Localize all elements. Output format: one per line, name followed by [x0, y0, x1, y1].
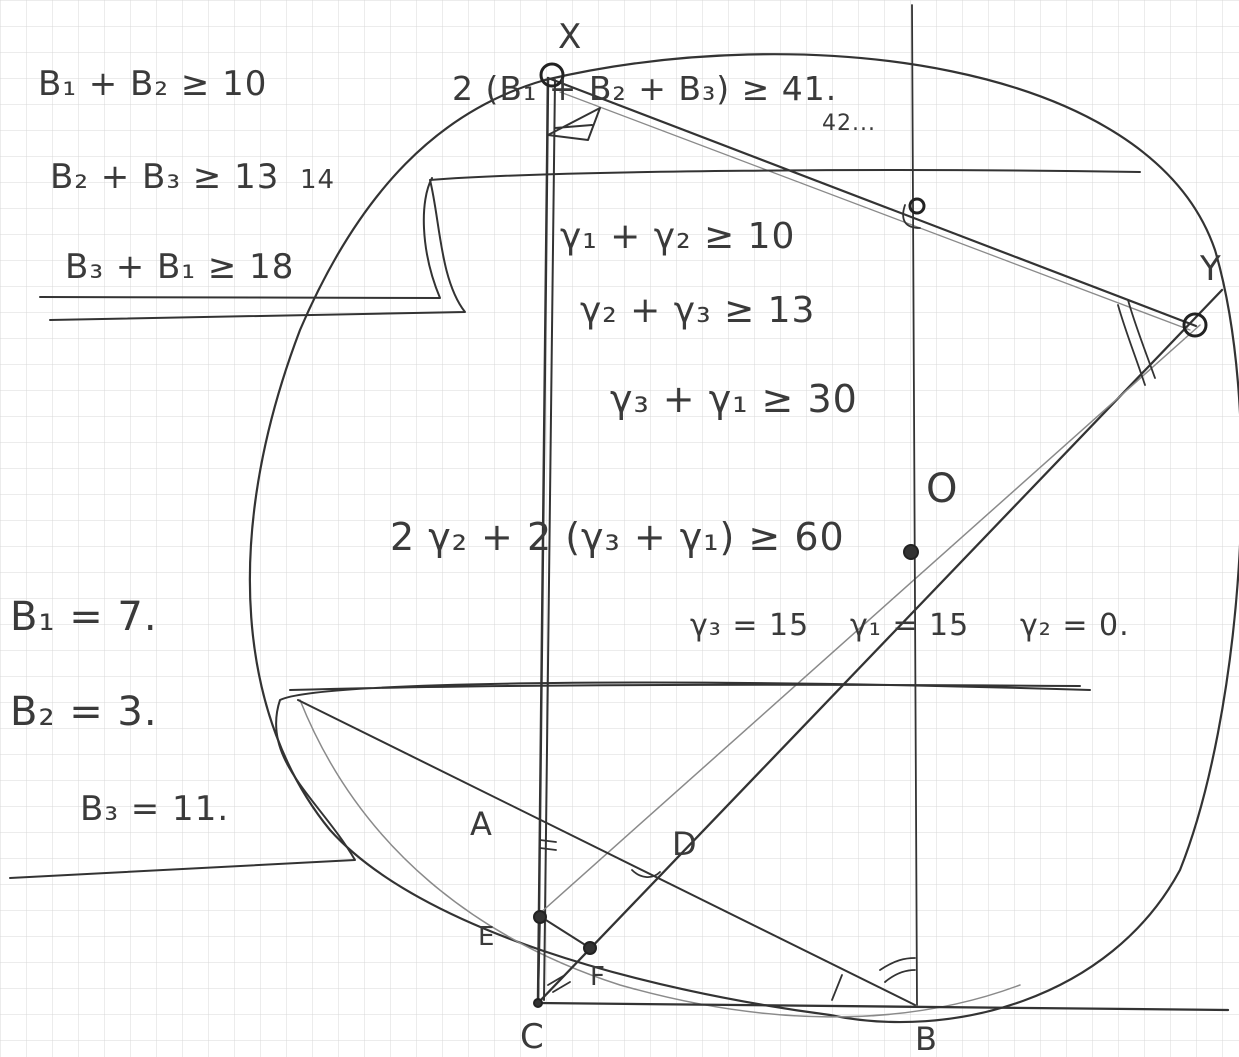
sum-b-next-value: 42...	[822, 111, 876, 136]
line-e-y	[537, 324, 1201, 916]
ineq-b2-b3-correction: 14	[300, 165, 335, 195]
value-y3: γ₃ = 15	[690, 608, 809, 643]
label-f: F	[590, 962, 606, 992]
zero-mark: O	[926, 466, 958, 512]
scribble-top-left	[39, 169, 1141, 321]
line-c-y	[536, 288, 1224, 1005]
ineq-b1-b2: B₁ + B₂ ≥ 10	[38, 64, 267, 104]
right-angle-mark-xy	[902, 204, 921, 229]
label-b: B	[915, 1020, 938, 1057]
sum-b-expression: 2 (B₁ + B₂ + B₃) ≥ 41.	[452, 69, 837, 108]
ineq-y2-y3: γ₂ + γ₃ ≥ 13	[580, 290, 815, 331]
segment-e-f	[537, 914, 591, 949]
ineq-b3-b1: B₃ + B₁ ≥ 18	[65, 247, 294, 287]
ineq-y3-y1: γ₃ + γ₁ ≥ 30	[610, 377, 858, 421]
angle-mark-y	[1117, 299, 1156, 386]
point-f	[583, 941, 597, 955]
sum-y-expression: 2 γ₂ + 2 (γ₃ + γ₁) ≥ 60	[390, 515, 845, 559]
value-b1: B₁ = 7.	[10, 594, 158, 640]
point-e	[533, 910, 547, 924]
point-on-xy	[908, 197, 926, 215]
label-c: C	[520, 1017, 545, 1057]
angle-mark-b-inner	[831, 974, 843, 1001]
ineq-b2-b3: B₂ + B₃ ≥ 13	[50, 157, 279, 197]
label-a: A	[470, 805, 493, 843]
label-x: X	[558, 17, 582, 57]
small-triangle-near-x	[547, 107, 601, 141]
segment-c-e	[537, 914, 541, 1004]
ineq-y1-y2: γ₁ + γ₂ ≥ 10	[560, 216, 795, 257]
tick-mark-c	[547, 974, 571, 993]
right-angle-mark-d	[631, 869, 661, 878]
line-x-y-faint	[559, 91, 1191, 331]
line-p-b	[297, 699, 916, 1006]
value-b3: B₃ = 11.	[80, 789, 229, 829]
tick-mark-a	[539, 839, 557, 851]
circumcircle	[248, 53, 1239, 1024]
value-y1: γ₁ = 15	[850, 608, 969, 643]
label-d: D	[672, 825, 698, 863]
vertical-line-b	[911, 4, 918, 1006]
point-x	[539, 62, 565, 88]
value-y2: γ₂ = 0.	[1020, 608, 1130, 643]
circumcircle-retrace	[299, 699, 1021, 1018]
point-on-cy	[903, 544, 919, 560]
point-c	[533, 998, 543, 1008]
angle-mark-b	[879, 957, 916, 983]
label-y: Y	[1199, 249, 1222, 289]
label-e: E	[478, 922, 495, 952]
point-y	[1182, 312, 1208, 338]
line-c-b	[536, 1001, 1230, 1012]
line-x-c-retrace	[543, 79, 556, 1001]
line-x-y	[546, 76, 1198, 328]
value-b2: B₂ = 3.	[10, 689, 158, 735]
scribble-bottom-left	[9, 681, 1091, 879]
